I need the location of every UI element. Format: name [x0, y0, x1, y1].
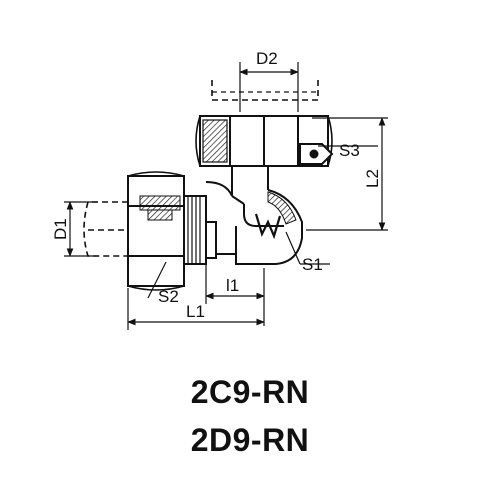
part-code-2: 2D9-RN [190, 422, 310, 458]
label-s3: S3 [339, 141, 360, 160]
top-nut-section [202, 119, 228, 163]
label-l1: L1 [186, 302, 205, 321]
left-nut-section-2 [147, 209, 173, 221]
label-d1: D1 [51, 218, 70, 240]
elbow-body [205, 166, 303, 265]
label-s2: S2 [158, 287, 179, 306]
elbow-section [267, 191, 297, 225]
part-code-1: 2C9-RN [190, 374, 310, 410]
label-l1-small: l1 [226, 276, 239, 295]
left-nut-section [139, 195, 181, 211]
left-nut [127, 171, 217, 291]
left-tube-ghost [83, 201, 128, 257]
dimension-lines [64, 62, 388, 330]
label-s1: S1 [302, 255, 323, 274]
label-d2: D2 [256, 49, 278, 68]
locking-screw [299, 143, 334, 165]
label-l2: L2 [363, 169, 382, 188]
